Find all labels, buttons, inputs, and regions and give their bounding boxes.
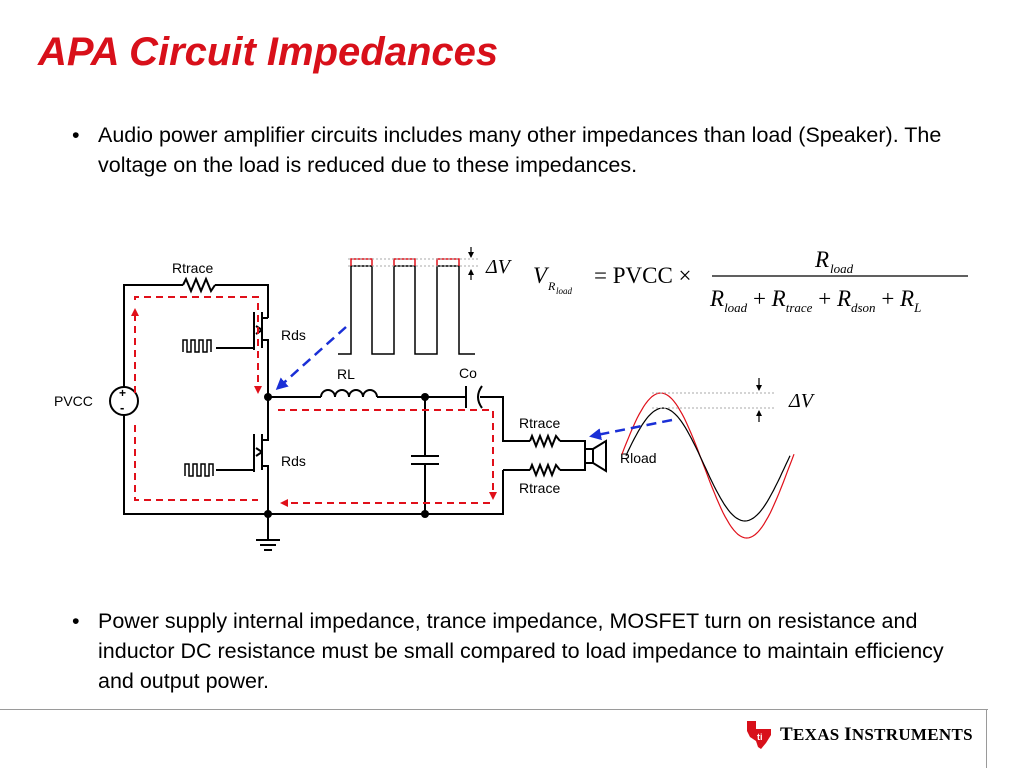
rds-high-label: Rds bbox=[281, 327, 306, 343]
rtrace-out1-label: Rtrace bbox=[519, 415, 560, 431]
eq-numerator-sub: load bbox=[830, 261, 854, 276]
bullet-item: Power supply internal impedance, trance … bbox=[70, 606, 950, 696]
rtrace-out2-resistor bbox=[529, 462, 561, 478]
current-path bbox=[131, 296, 497, 507]
slide-title: APA Circuit Impedances bbox=[38, 30, 499, 74]
rl-inductor bbox=[320, 389, 378, 398]
eq-den-r: R bbox=[836, 286, 851, 311]
pvcc-source bbox=[109, 386, 139, 416]
delta-v-sine-label: ΔV bbox=[788, 390, 816, 412]
rl-label: RL bbox=[337, 366, 355, 382]
pvcc-minus-sign: - bbox=[120, 400, 124, 415]
delta-v-pulse-label: ΔV bbox=[485, 256, 513, 278]
filter-capacitor bbox=[411, 455, 439, 465]
footer-divider bbox=[0, 709, 988, 710]
eq-denominator: Rload + Rtrace + Rdson + RL bbox=[709, 286, 921, 315]
eq-sign: = PVCC × bbox=[594, 263, 692, 288]
bullet-list-bottom: Power supply internal impedance, trance … bbox=[70, 606, 950, 696]
circuit-wires bbox=[123, 284, 586, 540]
pvcc-plus-sign: + bbox=[119, 386, 126, 400]
eq-den-r: R bbox=[899, 286, 914, 311]
company-name: TEXAS INSTRUMENTS bbox=[780, 724, 973, 745]
pvcc-label: PVCC bbox=[54, 393, 93, 409]
rload-label: Rload bbox=[620, 450, 657, 466]
eq-lhs-v: V bbox=[533, 263, 550, 288]
eq-den-r: R bbox=[771, 286, 786, 311]
ground-icon bbox=[256, 539, 280, 551]
junction-dots bbox=[264, 393, 429, 518]
mosfet-low bbox=[216, 434, 263, 472]
pwm-signal-icon-high bbox=[182, 339, 212, 353]
eq-den-sub: L bbox=[913, 300, 921, 315]
texas-instruments-logo: ti TEXAS INSTRUMENTS bbox=[744, 718, 973, 752]
ti-state-icon: ti bbox=[747, 721, 771, 749]
load-sine-waveform bbox=[621, 392, 795, 539]
rtrace-out1-resistor bbox=[529, 433, 561, 449]
eq-den-op: + bbox=[881, 286, 900, 311]
rtrace-top-resistor bbox=[182, 276, 216, 294]
eq-den-op: + bbox=[753, 286, 772, 311]
rtrace-out2-label: Rtrace bbox=[519, 480, 560, 496]
svg-text:ti: ti bbox=[757, 732, 763, 742]
co-capacitor bbox=[465, 385, 483, 409]
pwm-output-waveform bbox=[338, 258, 478, 355]
co-label: Co bbox=[459, 365, 477, 381]
footer-divider-vertical bbox=[986, 709, 987, 768]
eq-den-sub: dson bbox=[851, 300, 876, 315]
pwm-signal-icon-low bbox=[184, 463, 214, 477]
eq-lhs-sub: R bbox=[547, 279, 556, 293]
eq-den-r: R bbox=[709, 286, 724, 311]
eq-numerator-r: R bbox=[814, 247, 829, 272]
voltage-equation: V R load = PVCC × R load Rload + Rtrace … bbox=[533, 247, 968, 315]
rds-low-label: Rds bbox=[281, 453, 306, 469]
bullet-list-top: Audio power amplifier circuits includes … bbox=[70, 120, 950, 180]
bullet-item: Audio power amplifier circuits includes … bbox=[70, 120, 950, 180]
rtrace-top-label: Rtrace bbox=[172, 260, 213, 276]
speaker-icon bbox=[584, 439, 607, 473]
eq-den-sub: load bbox=[724, 300, 748, 315]
load-pointer-arrow bbox=[589, 418, 673, 441]
mosfet-high bbox=[216, 312, 263, 350]
eq-lhs-subsub: load bbox=[556, 286, 573, 296]
eq-den-sub: trace bbox=[786, 300, 813, 315]
eq-den-op: + bbox=[818, 286, 837, 311]
